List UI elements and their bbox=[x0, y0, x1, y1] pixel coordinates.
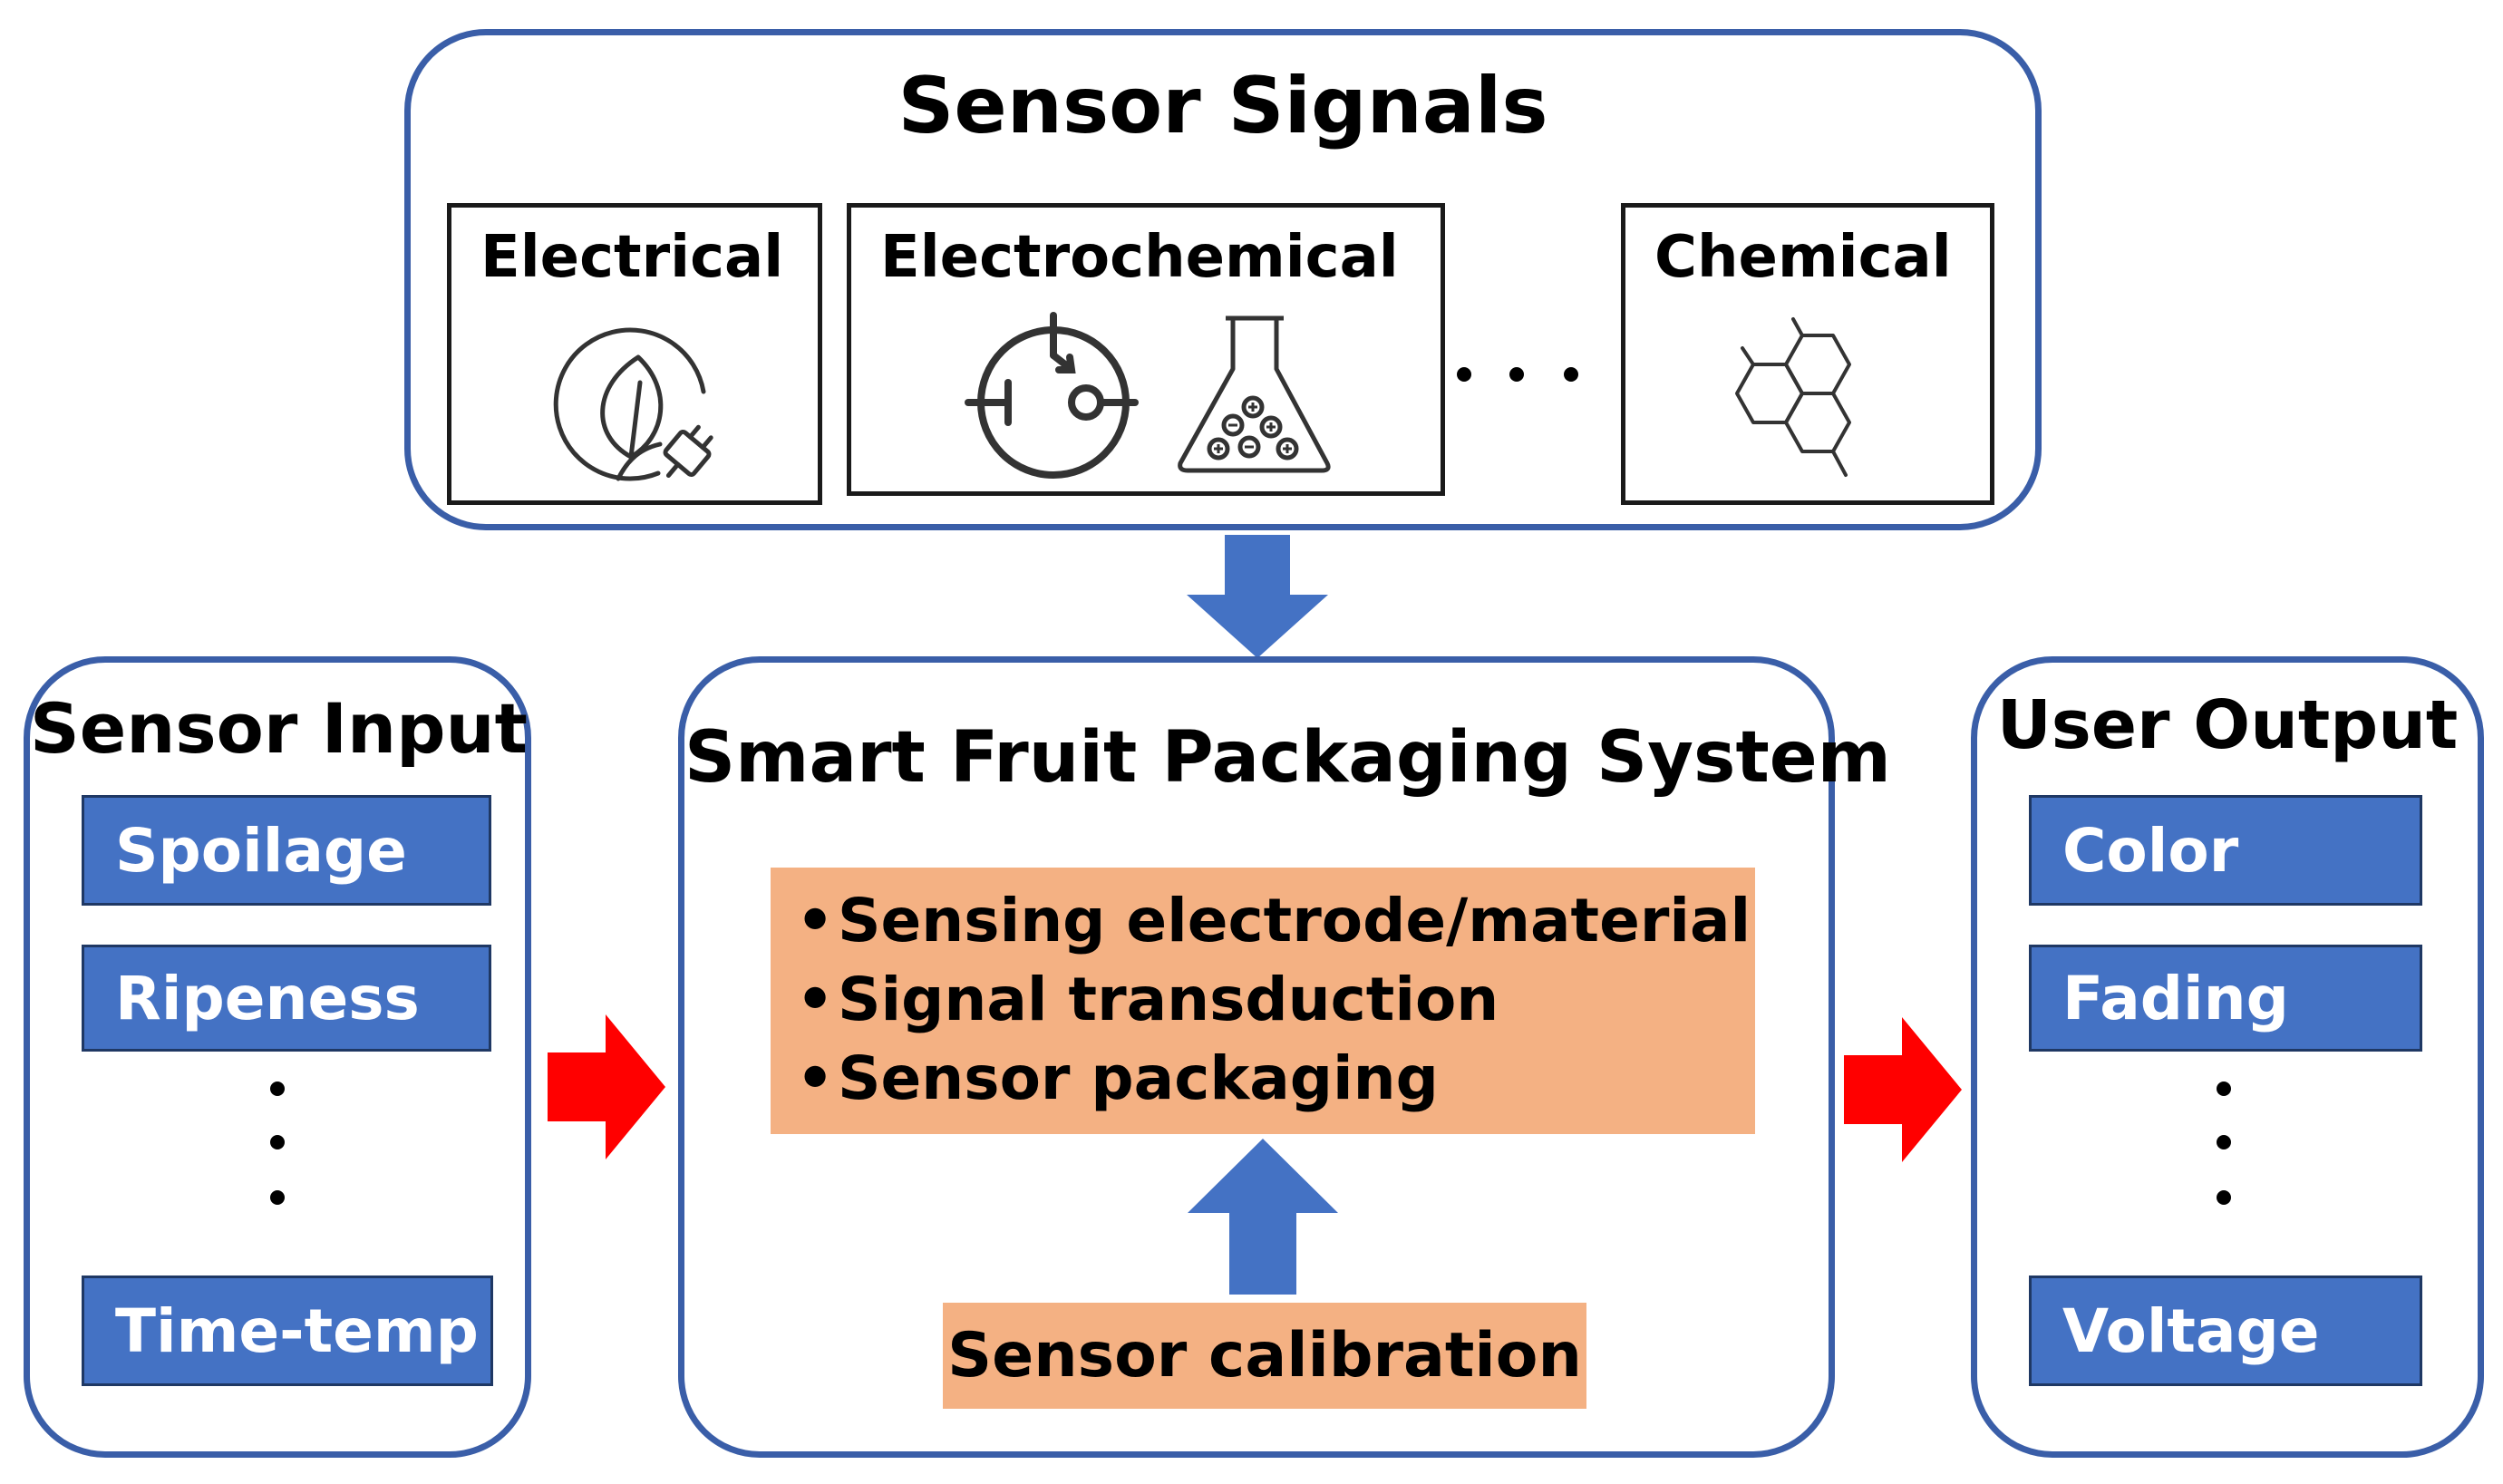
ripeness-item: Ripeness bbox=[82, 945, 491, 1052]
ellipsis-dot bbox=[270, 1135, 285, 1149]
time-temp-item: Time-temp bbox=[82, 1275, 493, 1386]
electrochemical-cell-icon bbox=[965, 312, 1139, 479]
sensor-calibration-box: Sensor calibration bbox=[943, 1303, 1586, 1409]
ellipsis-dot bbox=[1509, 367, 1524, 382]
ellipsis-dot bbox=[2217, 1135, 2231, 1149]
leaf-plug-icon bbox=[553, 327, 713, 481]
hexagon-molecule-icon bbox=[1735, 317, 1851, 477]
ellipsis-dot bbox=[270, 1190, 285, 1205]
ellipsis-dot bbox=[2217, 1081, 2231, 1096]
electrochemical-label: Electrochemical bbox=[880, 224, 1399, 291]
flask-icon bbox=[1178, 315, 1331, 473]
right-arrow-icon bbox=[548, 1014, 665, 1159]
user-output-title: User Output bbox=[1996, 686, 2459, 764]
ellipsis-dot bbox=[270, 1081, 285, 1096]
sensor-signals-title: Sensor Signals bbox=[897, 61, 1548, 151]
system-title: Smart Fruit Packaging System bbox=[684, 717, 1891, 799]
electrical-label: Electrical bbox=[480, 224, 784, 291]
bullet-sensing-electrode: Sensing electrode/material bbox=[789, 881, 1755, 960]
system-components-box: Sensing electrode/material Signal transd… bbox=[771, 868, 1755, 1134]
sensor-calibration-label: Sensor calibration bbox=[947, 1320, 1582, 1392]
fading-item: Fading bbox=[2029, 945, 2422, 1052]
down-arrow-icon bbox=[1187, 535, 1328, 658]
electrical-card: Electrical bbox=[447, 203, 822, 505]
bullet-sensor-packaging: Sensor packaging bbox=[789, 1039, 1755, 1118]
ellipsis-dot bbox=[1564, 367, 1578, 382]
color-item: Color bbox=[2029, 795, 2422, 906]
up-arrow-icon bbox=[1188, 1139, 1338, 1295]
chemical-label: Chemical bbox=[1654, 224, 1952, 291]
ellipsis-dot bbox=[2217, 1190, 2231, 1205]
chemical-card: Chemical bbox=[1621, 203, 1994, 505]
sensor-input-title: Sensor Input bbox=[30, 688, 528, 769]
voltage-item: Voltage bbox=[2029, 1275, 2422, 1386]
spoilage-item: Spoilage bbox=[82, 795, 491, 906]
right-arrow-icon bbox=[1844, 1017, 1962, 1162]
ellipsis-dot bbox=[1457, 367, 1471, 382]
bullet-signal-transduction: Signal transduction bbox=[789, 960, 1755, 1039]
electrochemical-card: Electrochemical bbox=[847, 203, 1445, 496]
